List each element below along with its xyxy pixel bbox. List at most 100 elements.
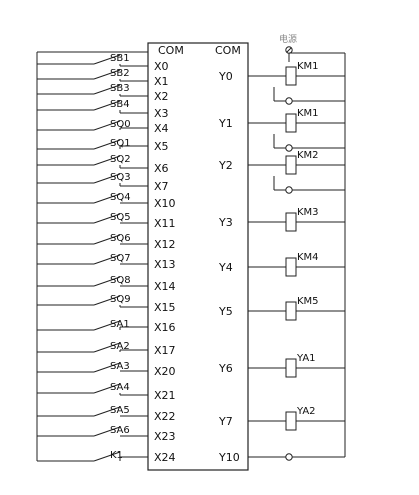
switch-contact [93,84,121,95]
com-label-right: COM [215,44,241,57]
y10-terminal [285,453,345,461]
input-terminal-label: X15 [154,301,176,314]
output-terminal-label: Y5 [218,305,233,318]
load-label: KM4 [297,252,319,263]
plc-body [147,42,249,471]
load-label: KM1 [297,61,319,72]
switch-label: SQ1 [110,138,131,149]
switch-label: SA1 [110,319,130,330]
load-ya2-7: YA2 [285,406,345,431]
output-y6: Y6 [218,362,286,375]
output-y2: Y2 [218,159,286,172]
interlock-0 [273,87,345,105]
load-km4-4: KM4 [285,252,345,277]
output-terminal-label: Y4 [218,261,233,274]
input-terminal-label: X10 [154,197,176,210]
output-y5: Y5 [218,305,286,318]
input-terminal-label: X23 [154,430,176,443]
output-y10: Y10 [218,451,286,464]
switch-sq8: SQ8 X14 [37,275,176,293]
output-y4: Y4 [218,261,286,274]
switch-sa6: SA6 X23 [37,425,176,443]
switch-contact [93,54,121,65]
switch-contact [93,383,121,394]
switch-contact [93,173,121,184]
switch-contact [93,139,121,150]
output-terminal-label: Y1 [218,117,233,130]
switch-label: SQ2 [110,154,131,165]
output-terminal-label: Y7 [218,415,233,428]
load-km3-3: KM3 [285,207,345,232]
switch-label: SB1 [110,53,130,64]
switch-contact [93,362,121,373]
load-label: KM3 [297,207,319,218]
output-section: Y0Y1Y2Y3Y4Y5Y6Y7Y10KM1KM1KM2KM3KM4KM5YA1… [218,61,345,464]
contact-icon [285,144,293,152]
switch-label: SQ3 [110,172,131,183]
load-label: YA2 [296,406,316,417]
switch-label: SB4 [110,99,130,110]
switch-label: SQ5 [110,212,131,223]
switch-contact [93,295,121,306]
input-terminal-label: X2 [154,90,169,103]
switch-contact [93,193,121,204]
switch-label: K1 [110,450,123,461]
interlock-1 [273,134,345,152]
coil-icon [285,212,297,232]
load-label: KM2 [297,150,319,161]
load-km5-5: KM5 [285,296,345,321]
input-terminal-label: X12 [154,238,176,251]
coil-icon [285,358,297,378]
coil-icon [285,113,297,133]
input-terminal-label: X20 [154,365,176,378]
switch-contact [93,426,121,437]
switch-label: SQ7 [110,253,131,264]
switch-label: SB3 [110,83,130,94]
input-terminal-label: X0 [154,60,169,73]
input-terminal-label: X1 [154,75,169,88]
switch-label: SQ8 [110,275,131,286]
load-label: KM1 [297,108,319,119]
switch-label: SA6 [110,425,130,436]
switch-sa3: SA3 X20 [37,361,176,378]
coil-icon [285,257,297,277]
input-terminal-label: X6 [154,162,169,175]
switch-contact [93,234,121,245]
output-terminal-label: Y10 [218,451,240,464]
switch-label: SA3 [110,361,130,372]
coil-icon [285,155,297,175]
output-terminal-label: Y2 [218,159,233,172]
input-terminal-label: X3 [154,107,169,120]
switch-contact [93,342,121,353]
switch-label: SQ0 [110,119,131,130]
output-y3: Y3 [218,216,286,229]
com-label-left: COM [158,44,184,57]
coil-icon [285,301,297,321]
input-terminal-label: X14 [154,280,176,293]
switch-label: SA5 [110,405,130,416]
input-terminal-label: X21 [154,389,176,402]
switch-label: SB2 [110,68,130,79]
output-y7: Y7 [218,415,286,428]
interlock-2 [273,176,345,194]
switch-contact [93,451,121,462]
output-terminal-label: Y0 [218,70,233,83]
switch-contact [93,254,121,265]
switch-label: SQ9 [110,294,131,305]
switch-contact [93,406,121,417]
load-label: YA1 [296,353,316,364]
